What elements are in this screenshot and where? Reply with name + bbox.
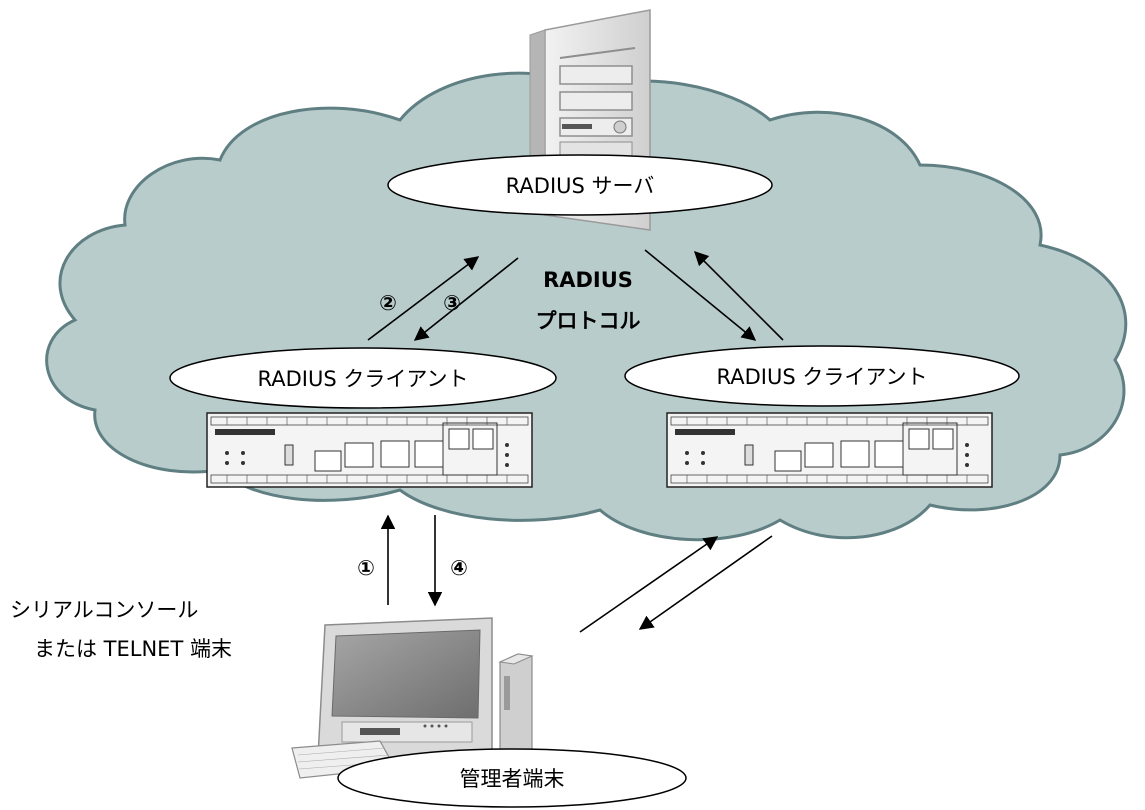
protocol-label-line1: RADIUS (543, 268, 633, 292)
step-3-label: ③ (443, 291, 461, 315)
server-label: RADIUS サーバ (506, 174, 655, 198)
network-switch-icon (206, 412, 533, 488)
server-node: RADIUS サーバ (387, 154, 773, 216)
arrow-right-client-to-terminal (638, 535, 773, 630)
step-4-label: ④ (450, 556, 468, 580)
client-left-node: RADIUS クライアント (169, 347, 557, 409)
arrow-step-3 (413, 257, 519, 341)
server-label-ellipse (387, 154, 773, 216)
network-switch-icon (666, 412, 993, 488)
arrow-right-client-to-server (693, 250, 784, 341)
client-right-label: RADIUS クライアント (716, 365, 927, 389)
terminal-label: 管理者端末 (460, 767, 565, 791)
arrow-terminal-to-right-client (579, 536, 719, 633)
terminal-label-ellipse (337, 748, 687, 808)
protocol-label-line2: プロトコル (536, 309, 641, 333)
arrow-step-2 (367, 256, 480, 341)
client-right-ellipse (624, 345, 1020, 407)
step-2-label: ② (379, 291, 397, 315)
client-left-label: RADIUS クライアント (257, 367, 468, 391)
client-right-node: RADIUS クライアント (624, 345, 1020, 407)
terminal-node: 管理者端末 (337, 748, 687, 808)
console-label-line2: または TELNET 端末 (34, 637, 232, 661)
client-left-ellipse (169, 347, 557, 409)
arrow-server-to-right-client (644, 249, 757, 341)
console-label-line1: シリアルコンソール (10, 598, 198, 622)
step-1-label: ① (357, 556, 375, 580)
